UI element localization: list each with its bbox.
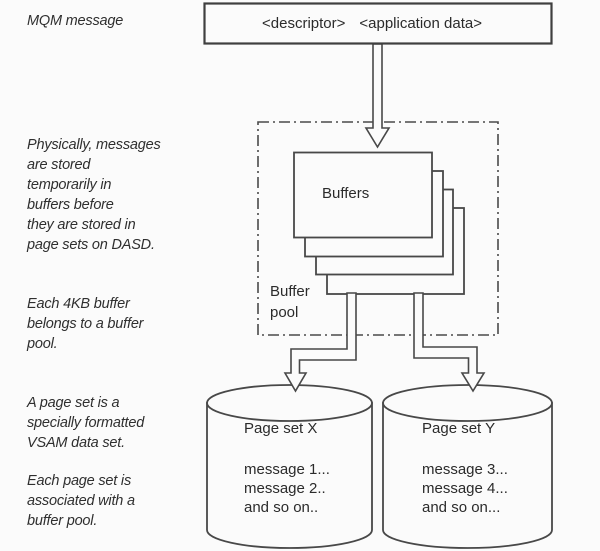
note-line: are stored (27, 157, 91, 173)
note-line: Physically, messages (27, 137, 161, 153)
buffer-pool-label: Buffer pool (270, 281, 310, 323)
note-line: buffer pool. (27, 513, 98, 529)
arrow-buffers-to-pageset-y (413, 292, 486, 393)
note-line: temporarily in (27, 177, 112, 193)
arrow-buffers-to-pageset-x (283, 292, 357, 393)
note-line: belongs to a buffer (27, 316, 144, 332)
note-association: Each page set is associated with a buffe… (27, 471, 135, 531)
note-line: page sets on DASD. (27, 237, 155, 253)
note-line: they are stored in (27, 217, 136, 233)
note-4kb-buffer: Each 4KB buffer belongs to a buffer pool… (27, 294, 144, 354)
pageset-x-body (206, 402, 373, 549)
pageset-y-body (382, 402, 553, 549)
pageset-x-messages: message 1... message 2.. and so on.. (244, 460, 330, 517)
arrow-message-to-bufferpool (364, 43, 391, 149)
descriptor-label: <descriptor> (262, 14, 346, 32)
note-line: buffers before (27, 197, 114, 213)
note-line: VSAM data set. (27, 435, 125, 451)
pageset-y-top (382, 384, 553, 422)
note-page-set: A page set is a specially formatted VSAM… (27, 393, 144, 453)
pageset-y-messages: message 3... message 4... and so on... (422, 460, 508, 517)
note-line: specially formatted (27, 415, 145, 431)
pageset-message-line: message 2.. (244, 480, 326, 497)
buffer-pool-label-line: pool (270, 304, 299, 321)
pageset-message-line: message 4... (422, 480, 508, 497)
note-line: A page set is a (27, 395, 120, 411)
application-data-label: <application data> (359, 14, 482, 32)
note-line: pool. (27, 336, 58, 352)
buffer-sheet-front (293, 151, 433, 239)
note-line: associated with a (27, 493, 135, 509)
pageset-x-cylinder (206, 384, 373, 549)
pageset-x-name: Page set X (244, 420, 318, 437)
mqm-message-label: MQM message (27, 13, 124, 29)
note-line: Each 4KB buffer (27, 296, 130, 312)
message-box-labels: <descriptor> <application data> (204, 3, 552, 43)
pageset-y-name: Page set Y (422, 420, 496, 437)
pageset-message-line: message 1... (244, 461, 330, 478)
buffers-stack (293, 151, 465, 295)
note-buffers: Physically, messages are stored temporar… (27, 135, 161, 255)
buffer-pool-label-line: Buffer (270, 283, 310, 300)
pageset-y-cylinder (382, 384, 553, 549)
pageset-x-top (206, 384, 373, 422)
note-line: Each page set is (27, 473, 132, 489)
pageset-message-line: and so on.. (244, 499, 319, 516)
pageset-message-line: message 3... (422, 461, 508, 478)
buffers-label: Buffers (322, 185, 370, 202)
pageset-message-line: and so on... (422, 499, 501, 516)
message-box-shape (203, 2, 553, 45)
